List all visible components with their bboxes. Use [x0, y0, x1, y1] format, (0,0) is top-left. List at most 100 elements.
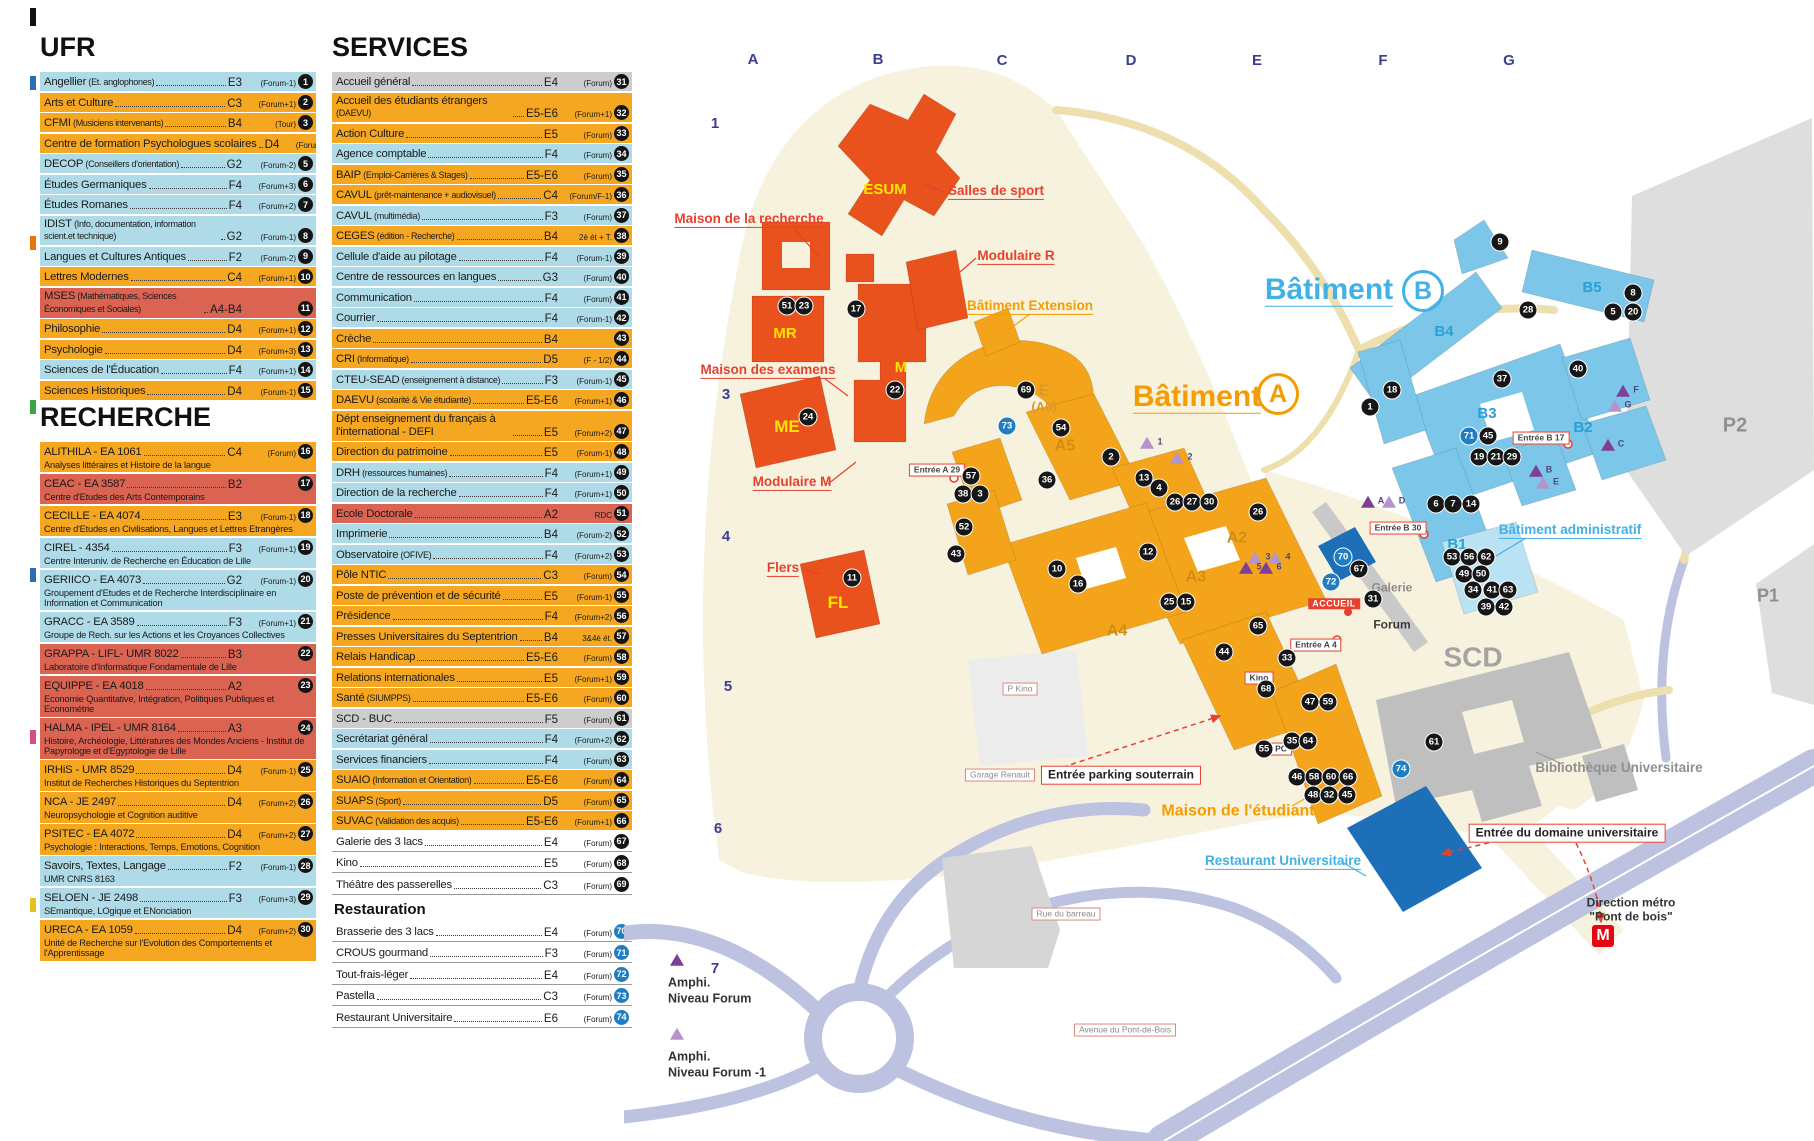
legend-item-number-badge: 38 — [614, 228, 629, 244]
legend-item-label: Sciences Historiques — [44, 384, 146, 397]
legend-item-number-badge: 71 — [614, 945, 629, 961]
grid-column-C: C — [996, 52, 1008, 70]
legend-item-level: (Forum+1) — [574, 818, 612, 828]
dotted-leader — [142, 518, 226, 520]
legend-item-number-badge: 30 — [298, 921, 313, 937]
legend-item-subtitle: Groupe de Rech. sur les Actions et les C… — [44, 629, 285, 640]
dotted-leader — [140, 900, 227, 902]
dotted-leader — [118, 805, 226, 807]
legend-item-level: (F - 1/2) — [583, 356, 612, 366]
legend-item-label: Psychologie — [44, 343, 103, 356]
legend-item-5: DECOP (Conseillers d'orientation)G2(Foru… — [40, 154, 316, 173]
dotted-leader — [430, 956, 543, 958]
legend-item-subtitle: SEmantique, LOgique et ENonciation — [44, 905, 192, 916]
legend-item-grid-ref: C4 — [227, 272, 242, 285]
map-marker-61: 61 — [1424, 732, 1444, 752]
legend-item-level: (Forum) — [583, 971, 612, 981]
dotted-leader — [147, 393, 226, 395]
legend-item-level: (Forum) — [583, 715, 612, 725]
legend-item-level: (Forum+1) — [258, 367, 296, 377]
amphi-legend-line1: Amphi. — [668, 1049, 711, 1064]
legend-item-detail: (DAEVU) — [336, 108, 371, 119]
legend-item-grid-ref: B4 — [543, 333, 558, 346]
legend-item-level: (Forum+1) — [574, 674, 612, 684]
legend-item-grid-ref: D4 — [227, 344, 242, 357]
dotted-leader — [456, 680, 542, 682]
legend-item-detail: (ressources humaines) — [359, 467, 448, 478]
legend-item-label: Pastella — [336, 990, 375, 1003]
legend-item-label: Études Germaniques — [44, 178, 147, 191]
map-marker-12: 12 — [1138, 542, 1158, 562]
legend-item-number-badge: 52 — [614, 526, 629, 542]
map-marker-18: 18 — [1382, 380, 1402, 400]
building-label-FL: FL — [827, 593, 849, 613]
legend-item-grid-ref: E4 — [543, 926, 558, 939]
legend-item-level: (Forum+2) — [574, 736, 612, 746]
map-marker-11: 11 — [842, 568, 862, 588]
legend-item-level: (Forum+2) — [574, 613, 612, 623]
callout-label: Maison des examens — [700, 362, 836, 380]
batiment-label-A: Bâtiment — [1132, 379, 1262, 414]
legend-item-label: IRHiS - UMR 8529 — [44, 764, 135, 777]
map-marker-26: 26 — [1248, 502, 1268, 522]
legend-item-level: (Forum) — [583, 212, 612, 222]
legend-item-label: Ecole Doctorale — [336, 507, 413, 520]
legend-item-grid-ref: C4 — [227, 446, 242, 459]
callout-label: Maison de l'étudiant — [1161, 802, 1315, 820]
dotted-leader — [161, 373, 227, 375]
legend-item-level: (Forum-1) — [260, 576, 296, 586]
legend-item-number-badge: 10 — [298, 269, 313, 285]
map-marker-36: 36 — [1037, 470, 1057, 490]
legend-item-number-badge: 64 — [614, 772, 629, 788]
legend-item-grid-ref: F4 — [544, 149, 558, 162]
legend-item-level: (Forum+1) — [258, 544, 296, 554]
legend-item-detail: (Information et Orientation) — [370, 775, 472, 786]
legend-item-label: MSES (Mathématiques, Sciences Économique… — [44, 289, 177, 314]
map-marker-33: 33 — [1277, 648, 1297, 668]
legend-item-level: (Forum+2) — [258, 926, 296, 936]
dotted-leader — [402, 803, 542, 805]
legend-item-number-badge: 66 — [614, 813, 629, 829]
legend-item-number-badge: 19 — [298, 539, 313, 555]
amphi-triangle-label: 4 — [1285, 551, 1291, 562]
legend-item-label: Observatoire (OFIVE) — [336, 548, 432, 561]
dotted-leader — [453, 887, 542, 889]
legend-item-level: (Forum) — [583, 654, 612, 664]
legend-item-label: Centre de formation Psychologues scolair… — [44, 137, 257, 150]
dotted-leader — [258, 146, 263, 148]
dotted-leader — [167, 869, 227, 871]
legend-item-grid-ref: E5 — [543, 447, 558, 460]
legend-item-label: Études Romanes — [44, 199, 128, 212]
legend-item-level: (Forum) — [583, 756, 612, 766]
building-label-ME: ME — [774, 417, 800, 437]
legend-item-number-badge: 45 — [614, 371, 629, 387]
map-marker-73: 73 — [997, 416, 1017, 436]
callout-label: Modulaire M — [752, 474, 832, 492]
legend-item-label: SUVAC (Validation des acquis) — [336, 815, 459, 828]
metro-icon: M — [1592, 925, 1614, 947]
map-marker-68: 68 — [1256, 679, 1276, 699]
legend-item-grid-ref: B4 — [227, 118, 242, 130]
legend-item-detail: (multimédia) — [371, 210, 420, 221]
dotted-leader — [177, 731, 226, 732]
map-marker-72: 72 — [1321, 572, 1341, 592]
legend-item-number-badge: 54 — [614, 567, 629, 583]
dotted-leader — [389, 537, 542, 539]
callout-label: Flers — [766, 560, 800, 578]
legend-item-label: Dépt enseignement du français à l'intern… — [336, 412, 496, 438]
legend-item-label: Direction du patrimoine — [336, 446, 448, 459]
dotted-leader — [513, 434, 542, 436]
legend-item-label: Courrier — [336, 312, 376, 325]
